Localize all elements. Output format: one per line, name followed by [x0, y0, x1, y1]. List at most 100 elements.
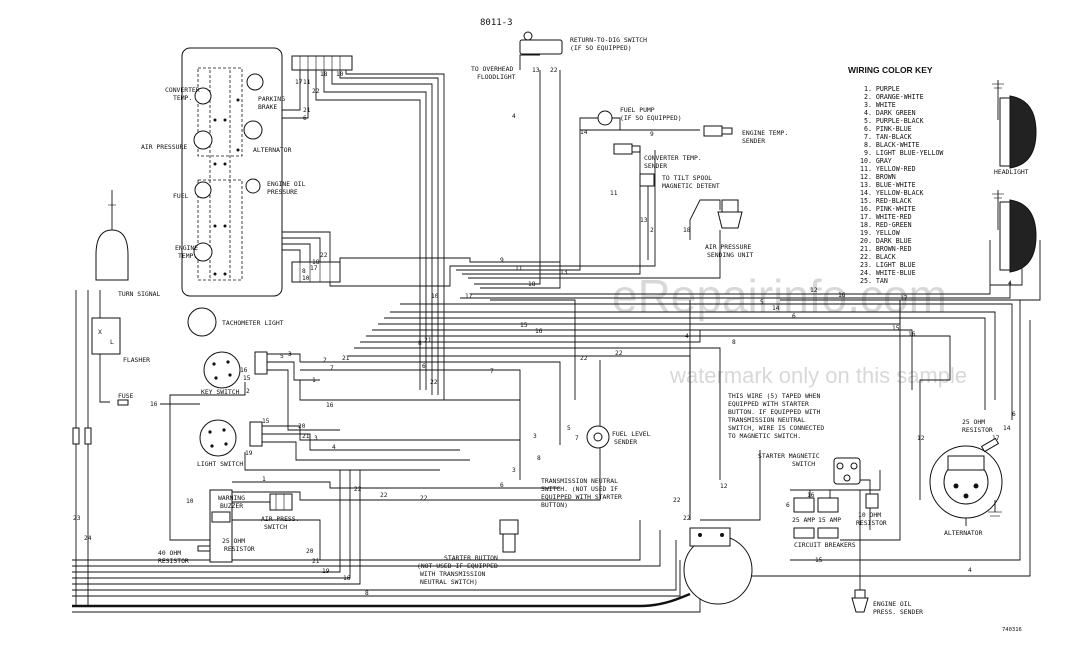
starter-button-label-4: NEUTRAL SWITCH) [420, 578, 478, 586]
alternator-lamp [243, 120, 263, 140]
svg-text:18: 18 [528, 281, 536, 288]
taped-note-2: EQUIPPED WITH STARTER [728, 400, 809, 408]
color-key-item: 9. LIGHT BLUE-YELLOW [864, 149, 943, 157]
flasher-unit [91, 317, 121, 355]
svg-text:15: 15 [243, 375, 251, 382]
taped-note-3: BUTTON. IF EQUIPPED WITH [728, 408, 820, 416]
svg-text:16: 16 [150, 401, 158, 408]
svg-text:21: 21 [303, 107, 311, 114]
engine-temp-label-2: TEMP. [178, 252, 197, 260]
svg-text:22: 22 [673, 497, 681, 504]
svg-text:16: 16 [343, 575, 351, 582]
starter-motor [683, 527, 753, 605]
svg-text:24: 24 [84, 535, 92, 542]
svg-text:16: 16 [838, 292, 846, 299]
color-key-item: 7. TAN-BLACK [864, 133, 912, 141]
buzzer-label-1: WARNING [218, 494, 245, 502]
mid-connector [291, 261, 341, 283]
taped-note-1: THIS WIRE (5) TAPED WHEN [728, 392, 820, 400]
svg-text:10: 10 [336, 71, 344, 78]
trans-neutral-label-4: BUTTON) [541, 501, 568, 509]
svg-text:10: 10 [302, 275, 310, 282]
trans-neutral-label-1: TRANSMISSION NEUTRAL [541, 477, 618, 485]
svg-text:13: 13 [640, 217, 648, 224]
starter-magnetic-label-1: STARTER MAGNETIC [758, 452, 820, 460]
color-key-item: 20. DARK BLUE [860, 237, 912, 245]
starter-button-label-1: STARTER BUTTON [444, 554, 498, 562]
color-key-item: 3. WHITE [864, 101, 896, 109]
color-key-item: 12. BROWN [860, 173, 896, 181]
svg-text:22: 22 [430, 379, 438, 386]
fuel-pump-label-2: (IF SO EQUIPPED) [620, 114, 682, 122]
tilt-spool-label-2: MAGNETIC DETENT [662, 182, 720, 190]
svg-text:1: 1 [312, 377, 316, 384]
alt-resistor-label-2: RESISTOR [962, 426, 993, 434]
svg-text:4: 4 [1008, 280, 1012, 287]
svg-text:16: 16 [326, 402, 334, 409]
svg-text:6: 6 [786, 502, 790, 509]
svg-text:18: 18 [320, 71, 328, 78]
flasher-label: FLASHER [123, 356, 150, 364]
taped-note-5: SWITCH, WIRE IS CONNECTED [728, 424, 824, 432]
fuse-element [117, 399, 129, 406]
converter-temp-label-1: CONVERTER [165, 86, 200, 94]
engine-temp-sender-label-2: SENDER [742, 137, 765, 145]
svg-text:22: 22 [320, 252, 328, 259]
svg-text:23: 23 [73, 515, 81, 522]
svg-text:5: 5 [760, 299, 764, 306]
svg-text:21: 21 [342, 355, 350, 362]
resistor-40-label-2: RESISTOR [158, 557, 189, 565]
buzzer-label-2: BUZZER [220, 502, 243, 510]
flasher-tab-l: L [110, 338, 114, 346]
svg-text:22: 22 [312, 88, 320, 95]
resistor-10-label-1: 10 OHM [858, 511, 881, 519]
starter-button-label-3: WITH TRANSMISSION [420, 570, 486, 578]
color-key-item: 17. WHITE-RED [860, 213, 912, 221]
svg-text:22: 22 [683, 515, 691, 522]
taped-note-6: TO MAGNETIC SWITCH. [728, 432, 801, 440]
watermark-sub: watermark only on this sample [669, 363, 967, 388]
svg-text:15: 15 [262, 418, 270, 425]
oil-sender-label-1: ENGINE OIL [873, 600, 912, 608]
svg-text:6: 6 [1012, 411, 1016, 418]
svg-text:21: 21 [302, 433, 310, 440]
parking-brake-label-2: BRAKE [258, 103, 277, 111]
tachometer-light [187, 307, 217, 337]
svg-text:15: 15 [520, 322, 528, 329]
fuel-pump-label-1: FUEL PUMP [620, 106, 655, 114]
svg-text:11: 11 [303, 79, 311, 86]
svg-text:13: 13 [560, 269, 568, 276]
fuel-gauge [194, 181, 212, 199]
air-press-switch-label-2: SWITCH [264, 523, 287, 531]
oil-sender-label-2: PRESS. SENDER [873, 608, 923, 616]
fuse-label: FUSE [118, 392, 134, 400]
taped-note-4: TRANSMISSION NEUTRAL [728, 416, 805, 424]
light-switch [199, 419, 263, 457]
instrument-cluster [181, 47, 283, 297]
svg-text:22: 22 [580, 355, 588, 362]
headlight-label: HEADLIGHT [994, 168, 1029, 176]
engine-oil-label-2: PRESSURE [267, 188, 298, 196]
svg-text:22: 22 [615, 350, 623, 357]
color-key-item: 8. BLACK-WHITE [864, 141, 920, 149]
fuel-pump [597, 110, 613, 126]
light-switch-label: LIGHT SWITCH [197, 460, 243, 468]
color-key-item: 4. DARK GREEN [864, 109, 916, 117]
svg-text:4: 4 [968, 567, 972, 574]
svg-text:3: 3 [533, 433, 537, 440]
svg-text:5: 5 [567, 425, 571, 432]
key-switch-label: KEY SWITCH [201, 388, 240, 396]
tilt-spool-connector [639, 173, 655, 187]
svg-text:12: 12 [810, 287, 818, 294]
trans-neutral-label-3: EQUIPPED WITH STARTER [541, 493, 622, 501]
svg-text:22: 22 [420, 495, 428, 502]
svg-text:13: 13 [532, 67, 540, 74]
engine-oil-press-sender [851, 589, 869, 613]
svg-text:6: 6 [303, 115, 307, 122]
svg-text:12: 12 [917, 435, 925, 442]
engine-oil-label-1: ENGINE OIL [267, 180, 306, 188]
svg-text:8: 8 [732, 339, 736, 346]
svg-text:5: 5 [280, 353, 284, 360]
svg-text:17: 17 [295, 79, 303, 86]
converter-temp-lamp [194, 87, 212, 105]
